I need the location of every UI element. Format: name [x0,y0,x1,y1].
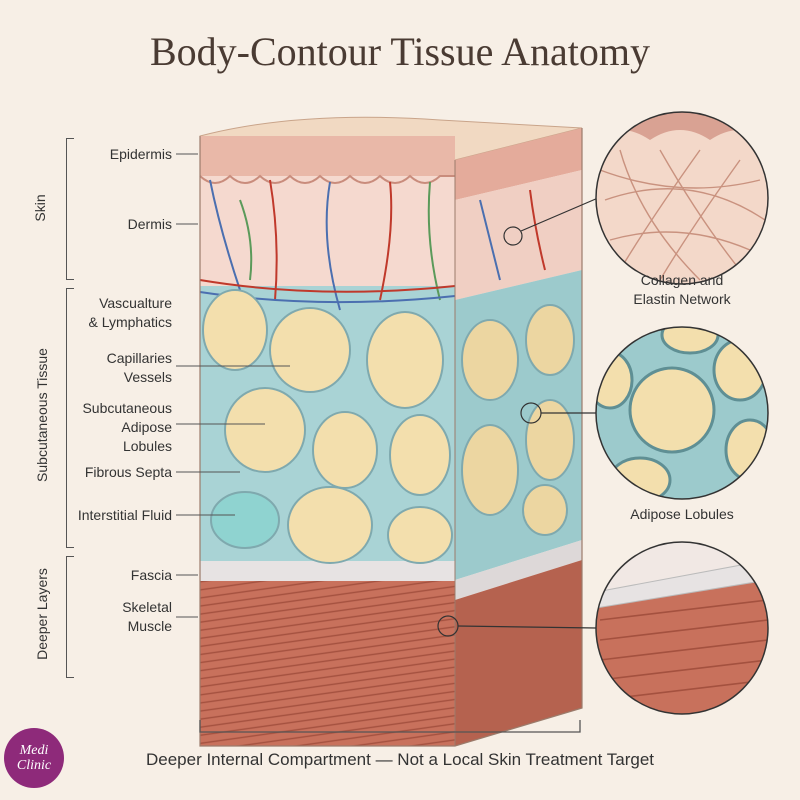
muscle-side [455,560,582,746]
page-title: Body-Contour Tissue Anatomy [149,29,651,74]
label-adipose-line1: Subcutaneous [82,400,172,416]
label-vasculature-line2: & Lymphatics [88,314,172,330]
skin-bracket [66,138,74,280]
label-capillaries-line2: Vessels [123,369,172,385]
group-label-deeper: Deeper Layers [34,568,50,660]
logo-line1: Medi [19,743,49,758]
label-muscle-line2: Muscle [127,618,172,634]
label-dermis: Dermis [127,216,172,232]
logo-line2: Clinic [16,758,52,773]
group-label-skin: Skin [32,194,48,222]
collagen-callout-circle [596,112,768,284]
epidermis-side [455,128,582,200]
callout-collagen-label: Collagen and Elastin Network [612,271,752,309]
label-adipose-line2: Adipose [121,419,172,435]
clinic-logo: Medi Clinic [4,728,64,788]
label-adipose-lobules: Subcutaneous Adipose Lobules [82,399,172,456]
label-capillaries: Capillaries Vessels [107,349,172,387]
label-vasculature-line1: Vascualture [99,295,172,311]
fascia-side [455,540,582,600]
label-skeletal-muscle: Skeletal Muscle [122,598,172,636]
fascia-callout-circle [596,542,768,714]
label-capillaries-line1: Capillaries [106,350,172,366]
footer-note: Deeper Internal Compartment — Not a Loca… [145,750,655,769]
label-adipose-line3: Lobules [122,438,172,454]
callout-collagen-line2: Elastin Network [633,291,731,307]
callout-adipose-label: Adipose Lobules [630,506,734,522]
deeper-bracket [66,556,74,678]
adipose-callout-circle [596,327,768,499]
callout-collagen-line1: Collagen and [640,272,724,288]
label-vasculature: Vascualture & Lymphatics [88,294,172,332]
subcutaneous-bracket [66,288,74,548]
fascia-layer [200,561,455,581]
label-fascia: Fascia [130,567,172,583]
group-label-subcutaneous: Subcutaneous Tissue [34,348,50,482]
interstitial-fluid [210,491,280,549]
epidermis-layer [200,136,455,176]
vessels [199,179,546,311]
dermis-side [455,170,582,300]
muscle-layer [200,581,455,746]
label-epidermis: Epidermis [109,146,172,162]
fat-lobules [202,289,453,564]
label-interstitial-fluid: Interstitial Fluid [77,507,172,523]
label-muscle-line1: Skeletal [122,599,172,615]
label-fibrous-septa: Fibrous Septa [84,464,172,480]
